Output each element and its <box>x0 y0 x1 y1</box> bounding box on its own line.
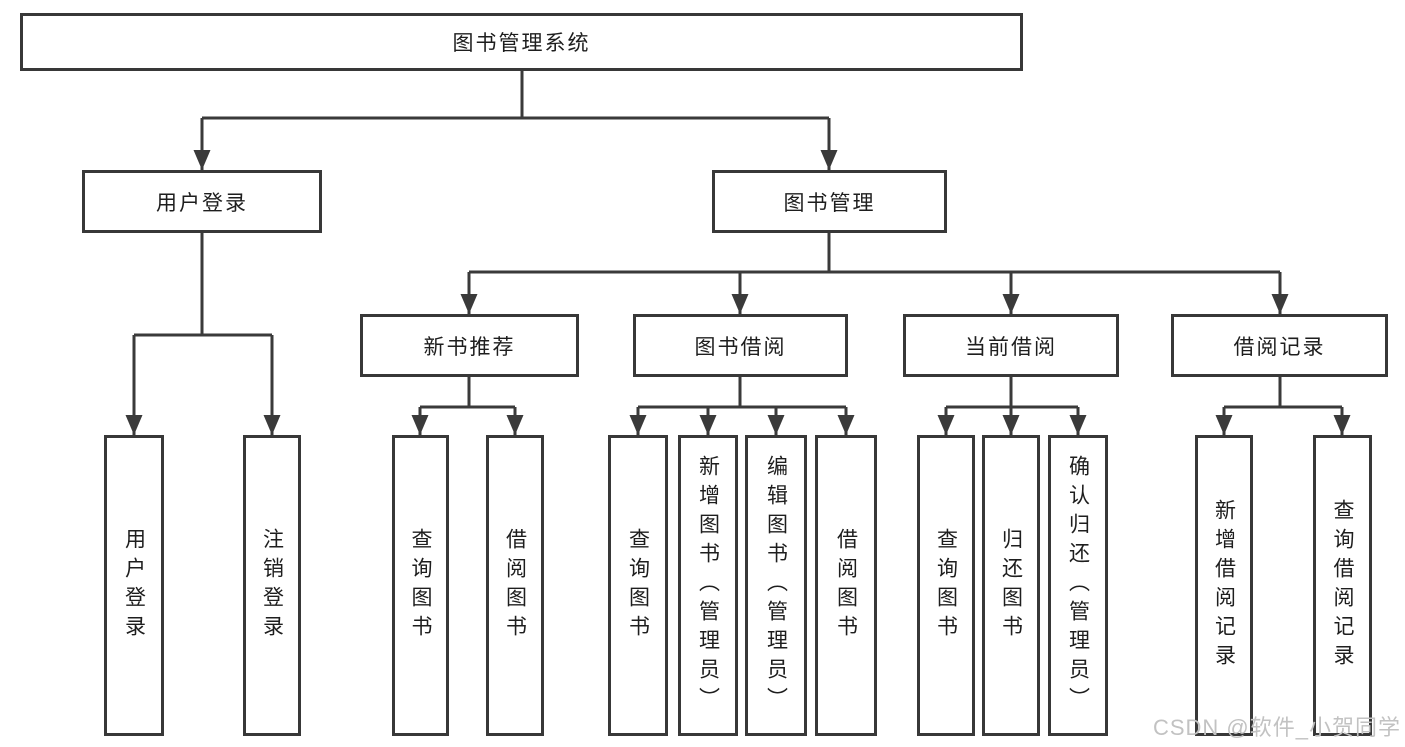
node-book-management: 图书管理 <box>712 170 947 233</box>
leaf-add-books-admin: 新增图书（管理员） <box>678 435 738 736</box>
leaf-search-books-recommend: 查询图书 <box>392 435 449 736</box>
node-current-borrowing: 当前借阅 <box>903 314 1119 377</box>
connector-group <box>125 71 1351 435</box>
node-root: 图书管理系统 <box>20 13 1023 71</box>
leaf-logout: 注销登录 <box>243 435 301 736</box>
leaf-user-login: 用户登录 <box>104 435 164 736</box>
node-borrowing-records: 借阅记录 <box>1171 314 1388 377</box>
node-user-login: 用户登录 <box>82 170 322 233</box>
leaf-edit-books-admin: 编辑图书（管理员） <box>745 435 807 736</box>
leaf-add-borrow-record: 新增借阅记录 <box>1195 435 1253 736</box>
leaf-return-books: 归还图书 <box>982 435 1040 736</box>
watermark: CSDN @软件_小贺同学 <box>1152 715 1401 740</box>
leaf-search-borrow-record: 查询借阅记录 <box>1313 435 1372 736</box>
leaf-confirm-return-admin: 确认归还（管理员） <box>1048 435 1108 736</box>
node-new-book-recommend: 新书推荐 <box>360 314 579 377</box>
leaf-borrow-books-borrowing: 借阅图书 <box>815 435 877 736</box>
leaf-borrow-books-recommend: 借阅图书 <box>486 435 544 736</box>
leaf-search-books-borrowing: 查询图书 <box>608 435 668 736</box>
node-book-borrowing: 图书借阅 <box>633 314 848 377</box>
leaf-search-books-current: 查询图书 <box>917 435 975 736</box>
